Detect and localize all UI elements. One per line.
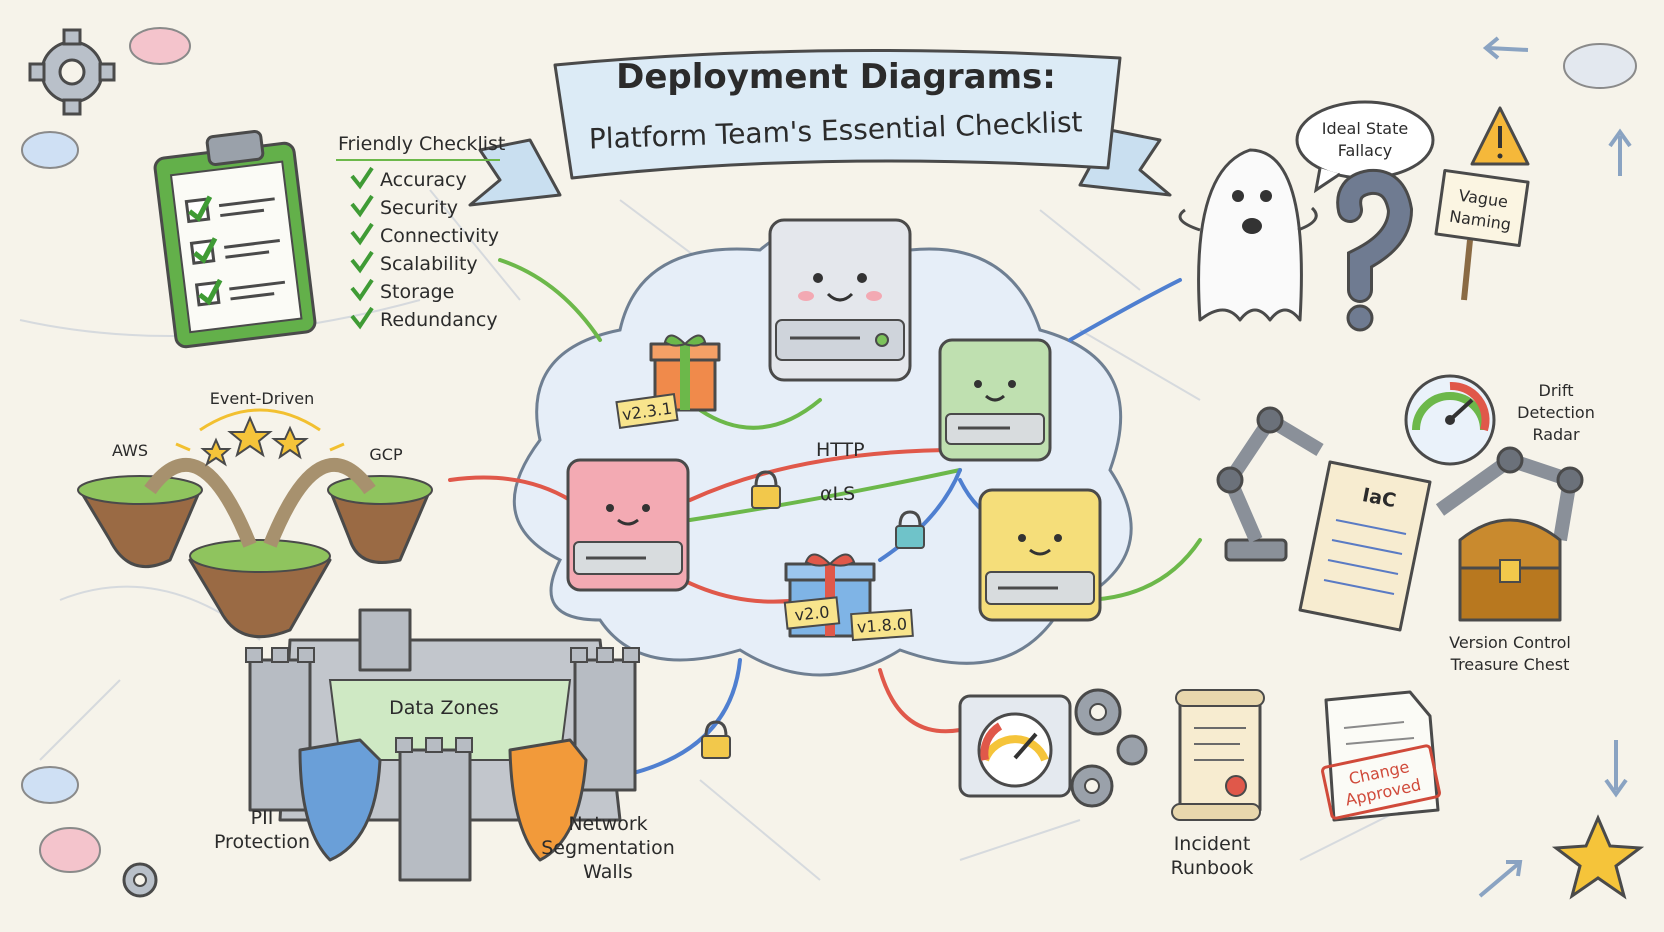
pii-label-line2: Protection	[214, 831, 310, 853]
star-icon	[200, 437, 232, 467]
event-driven-label: Event-Driven	[210, 389, 314, 408]
server-icon	[566, 458, 690, 592]
drift-line3: Radar	[1532, 425, 1580, 444]
walls-label-line3: Walls	[583, 861, 633, 883]
checklist: Friendly Checklist Accuracy Security Con…	[336, 133, 505, 331]
cloud-icon	[21, 27, 1637, 873]
connection-line	[688, 448, 962, 502]
checklist-item: Redundancy	[380, 309, 498, 331]
question-mark-icon	[1336, 168, 1414, 332]
connection-line	[698, 398, 822, 430]
bubble-line2: Fallacy	[1338, 141, 1393, 160]
checklist-item: Storage	[380, 281, 454, 303]
aws-label: AWS	[112, 441, 148, 460]
lock-icon	[895, 510, 925, 549]
gauge-icon	[1404, 374, 1496, 466]
scroll-icon: IaC	[1298, 460, 1432, 632]
pii-label-line1: PII	[251, 807, 274, 829]
chest-line2: Treasure Chest	[1450, 655, 1570, 674]
http-label: HTTP	[816, 439, 865, 461]
connection-line	[878, 668, 962, 734]
star-icon	[1551, 814, 1645, 900]
document-icon: Change Approved	[1321, 690, 1441, 822]
gcp-label: GCP	[369, 445, 403, 464]
version-tag-label: v1.8.0	[856, 614, 907, 636]
star-icon	[227, 415, 273, 458]
clipboard-icon	[153, 130, 317, 349]
tls-label: αLS	[820, 483, 855, 505]
ghost-icon	[1178, 148, 1318, 322]
walls-label-line1: Network	[568, 813, 647, 835]
checklist-item: Security	[380, 197, 458, 219]
server-icon	[938, 338, 1052, 462]
gear-icon	[28, 28, 116, 116]
connection-line	[688, 468, 962, 522]
check-icon	[350, 166, 374, 330]
vague-naming-sign: Vague Naming	[1434, 168, 1530, 301]
bubble-line1: Ideal State	[1322, 119, 1408, 138]
lock-icon	[701, 720, 731, 759]
gauge-icon	[958, 694, 1072, 798]
gear-icon	[1070, 688, 1148, 808]
drift-line2: Detection	[1517, 403, 1595, 422]
checklist-item: Accuracy	[380, 169, 467, 191]
walls-label-line2: Segmentation	[541, 837, 675, 859]
multicloud-bridge: Event-Driven AWS GCP	[77, 389, 433, 639]
connection-line	[498, 258, 602, 342]
runbook-line1: Incident	[1174, 833, 1251, 855]
scroll-icon	[1171, 689, 1265, 821]
lock-icon	[751, 470, 781, 509]
background-lines	[19, 189, 1421, 881]
drift-line1: Drift	[1539, 381, 1574, 400]
gear-icon	[122, 862, 158, 898]
connection-line	[878, 468, 962, 562]
connection-line	[1068, 278, 1182, 342]
server-icon	[978, 488, 1102, 622]
checklist-item: Scalability	[380, 253, 478, 275]
checklist-heading: Friendly Checklist	[338, 133, 505, 155]
connection-line	[448, 475, 572, 502]
arrow-icon	[1478, 36, 1632, 898]
shield-icon	[298, 738, 588, 862]
treasure-chest-icon	[1458, 518, 1562, 622]
server-icon	[768, 218, 912, 382]
robot-arm-icon	[1216, 406, 1584, 562]
version-tag: v2.3.1 v2.0 v1.8.0	[615, 392, 914, 642]
title-line1: Deployment Diagrams:	[616, 57, 1056, 97]
data-zones-label: Data Zones	[389, 697, 499, 719]
speech-bubble: Ideal State Fallacy	[1295, 100, 1435, 194]
version-tag-label: v2.0	[794, 602, 831, 625]
warning-icon	[1470, 106, 1530, 166]
title-banner: Deployment Diagrams: Platform Team's Ess…	[468, 48, 1172, 207]
chest-line1: Version Control	[1449, 633, 1571, 652]
star-icon	[271, 425, 309, 460]
checklist-item: Connectivity	[380, 225, 499, 247]
runbook-line2: Runbook	[1171, 857, 1254, 879]
